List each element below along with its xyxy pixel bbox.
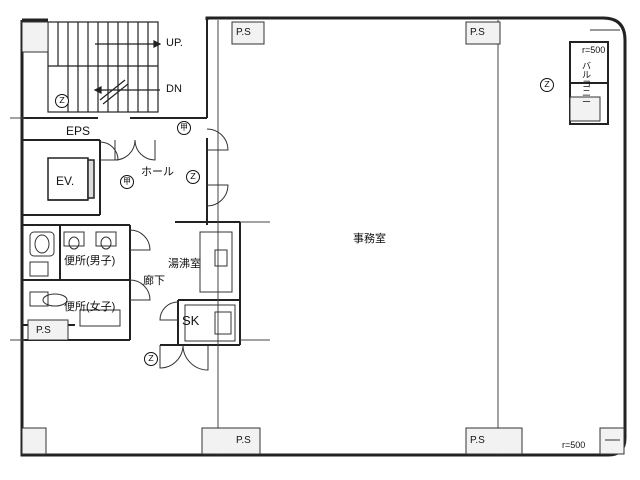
stair-down-label: DN xyxy=(166,83,182,95)
outer-walls xyxy=(20,16,627,457)
corridor-label: 廊下 xyxy=(143,275,165,287)
ps-label-left: P.S xyxy=(36,325,51,336)
doors xyxy=(99,128,229,371)
balcony-label: バルコニー xyxy=(582,61,592,107)
ps-shafts xyxy=(21,21,625,455)
ps-label-bottom-left: P.S xyxy=(236,435,251,446)
elevator-label: EV. xyxy=(56,174,75,188)
ko-mark-eps: 甲 xyxy=(177,121,191,135)
kitchenette-label: 湯沸室 xyxy=(168,258,201,270)
toilet-fixtures xyxy=(29,231,236,342)
eps-label: EPS xyxy=(66,124,91,138)
z-mark-corridor: Z xyxy=(144,352,158,366)
z-mark-stair: Z xyxy=(55,94,69,108)
stair-up-label: UP. xyxy=(166,37,183,49)
sk-label: SK xyxy=(182,313,200,328)
z-mark-balcony: Z xyxy=(540,78,554,92)
ko-mark-hall: 甲 xyxy=(120,175,134,189)
ps-label-top-right: P.S xyxy=(470,27,485,38)
ps-label-top-left: P.S xyxy=(236,27,251,38)
mens-toilet-label: 便所(男子) xyxy=(64,255,116,267)
radius-top-label: r=500 xyxy=(582,45,606,55)
hall-label: ホール xyxy=(141,166,174,178)
staircase xyxy=(47,21,162,113)
ps-label-bottom-right: P.S xyxy=(470,435,485,446)
elevator xyxy=(47,157,95,201)
womens-toilet-label: 便所(女子) xyxy=(64,301,116,313)
dimension-marks xyxy=(590,29,620,441)
balcony-box xyxy=(569,41,609,125)
office-label: 事務室 xyxy=(353,233,386,245)
grid-lines xyxy=(10,20,499,455)
z-mark-hall: Z xyxy=(186,170,200,184)
radius-bottom-label: r=500 xyxy=(562,440,586,450)
